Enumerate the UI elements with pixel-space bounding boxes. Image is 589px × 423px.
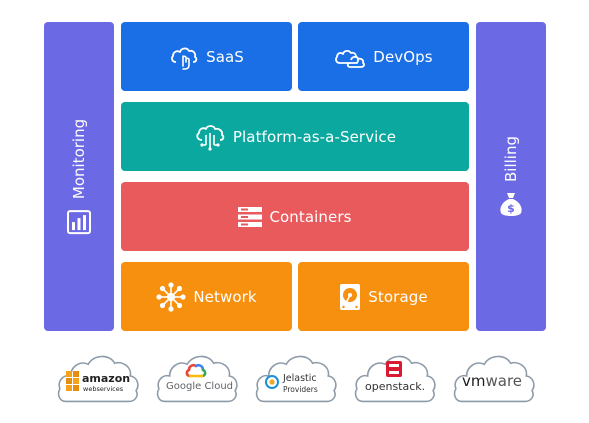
containers-label: Containers bbox=[269, 207, 352, 226]
monitoring-label: Monitoring bbox=[70, 118, 88, 199]
providers-wordmark: Providers bbox=[283, 385, 318, 394]
google-cloud-wordmark: Google Cloud bbox=[166, 381, 234, 392]
devops-block: DevOps bbox=[298, 22, 469, 91]
openstack-badge: openstack. bbox=[353, 348, 437, 406]
paas-block: Platform-as-a-Service bbox=[121, 102, 469, 171]
monitoring-label-group: Monitoring bbox=[66, 118, 92, 234]
google-cloud-logo-icon bbox=[185, 363, 207, 378]
saas-label: SaaS bbox=[206, 47, 244, 66]
jelastic-logo-icon bbox=[265, 375, 279, 389]
cloud-outline-icon bbox=[354, 355, 436, 403]
jelastic-wordmark: Jelastic bbox=[283, 373, 317, 384]
amazon-wordmark: amazon bbox=[82, 372, 131, 385]
aws-cubes-icon bbox=[66, 371, 79, 391]
cloud-circuit-icon bbox=[196, 124, 225, 151]
money-bag-icon: $ bbox=[500, 192, 522, 216]
jelastic-providers-badge: Jelastic Providers bbox=[254, 348, 338, 406]
storage-block: Storage bbox=[298, 262, 469, 331]
vmware-wordmark: vmware bbox=[462, 372, 522, 390]
cloud-touch-icon bbox=[171, 47, 198, 70]
billing-column: $ Billing bbox=[476, 22, 546, 331]
google-cloud-badge: Google Cloud bbox=[155, 348, 239, 406]
monitoring-column: Monitoring bbox=[44, 22, 114, 331]
billing-label-group: $ Billing bbox=[497, 136, 525, 218]
saas-block: SaaS bbox=[121, 22, 292, 91]
billing-label: Billing bbox=[502, 135, 520, 182]
svg-text:$: $ bbox=[507, 202, 515, 215]
network-block: Network bbox=[121, 262, 292, 331]
openstack-wordmark: openstack. bbox=[365, 380, 426, 393]
hard-disk-icon bbox=[340, 283, 361, 310]
storage-label: Storage bbox=[368, 287, 428, 306]
server-stack-icon bbox=[238, 206, 263, 227]
containers-block: Containers bbox=[121, 182, 469, 251]
webservices-wordmark: webservices bbox=[83, 385, 124, 393]
network-hub-icon bbox=[156, 281, 186, 312]
amazon-webservices-badge: amazon webservices bbox=[56, 348, 140, 406]
vmware-vm-text: vm bbox=[462, 372, 486, 390]
bar-chart-icon bbox=[67, 209, 91, 234]
clouds-icon bbox=[335, 49, 366, 68]
devops-label: DevOps bbox=[373, 47, 433, 66]
vmware-ware-text: ware bbox=[485, 372, 523, 390]
vmware-badge: vmware bbox=[452, 348, 536, 406]
network-label: Network bbox=[193, 287, 257, 306]
paas-label: Platform-as-a-Service bbox=[232, 127, 397, 146]
openstack-logo-icon bbox=[386, 361, 402, 377]
